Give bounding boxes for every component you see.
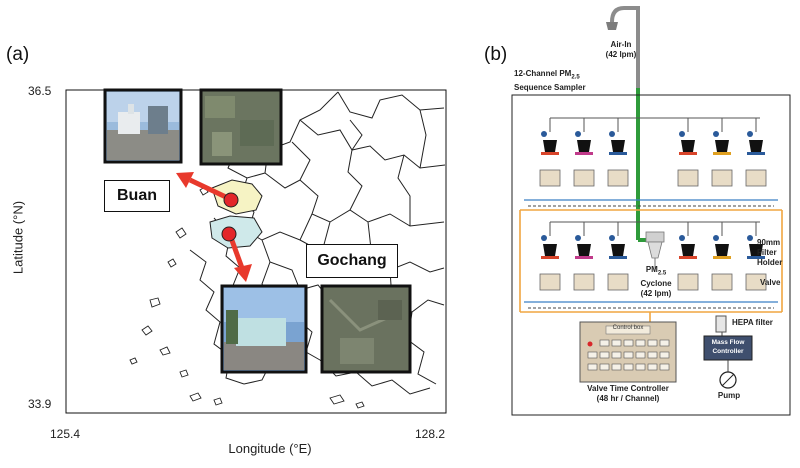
cyclone (645, 231, 665, 272)
sampler-title-line2: Sequence Sampler (514, 82, 586, 92)
air-in-label: Air-In (42 lpm) (596, 40, 646, 60)
gochang-site-dot (221, 226, 237, 242)
air-inlet (606, 6, 640, 90)
filter-label-line1: 90mm (757, 238, 781, 247)
air-in-flow: (42 lpm) (605, 50, 637, 59)
lat-tick-top: 36.5 (28, 84, 52, 98)
flow-lines (519, 199, 783, 340)
gochang-site-photo (220, 284, 308, 374)
panel-b-label: (b) (484, 44, 508, 65)
gochang-satellite-image (320, 284, 412, 374)
control-box-label: Control box (612, 325, 644, 331)
air-in-text: Air-In (610, 40, 632, 49)
vtc-line1: Valve Time Controller (587, 384, 669, 393)
bottom-manifold (549, 221, 760, 236)
cyclone-flow: (42 lpm) (640, 288, 672, 298)
filter-holder-label: 90mm Filter Holder (757, 238, 797, 268)
pump-label: Pump (717, 391, 741, 400)
hepa-filter (715, 315, 727, 333)
sampler-frame (511, 94, 791, 416)
pump (719, 360, 737, 389)
gochang-label-box: Gochang (306, 244, 398, 278)
top-manifold (549, 117, 760, 132)
buan-satellite-image (199, 88, 283, 166)
control-box (579, 321, 677, 383)
buan-label: Buan (117, 187, 157, 204)
sampler-title-line1: 12-Channel PM (514, 69, 572, 78)
mfc-line2: Controller (712, 348, 744, 355)
vtc-label: Valve Time Controller (48 hr / Channel) (568, 384, 688, 404)
sampler-title-sub: 2.5 (571, 74, 580, 81)
vtc-line2: (48 hr / Channel) (596, 394, 660, 403)
mfc-line1: Mass Flow (711, 339, 745, 346)
sampler-diagram (511, 6, 791, 416)
valve-label: Valve (760, 278, 781, 287)
site-arrows (176, 172, 252, 282)
map-panel (65, 88, 447, 414)
hepa-label: HEPA filter (732, 318, 773, 327)
cyclone-line2: Cyclone (640, 278, 672, 288)
lat-tick-bottom: 33.9 (28, 397, 52, 411)
lon-tick-right: 128.2 (415, 427, 446, 441)
filter-holders-bottom (539, 235, 767, 291)
sampler-title: 12-Channel PM2.5 Sequence Sampler (514, 69, 586, 93)
mfc-label: Mass Flow Controller (704, 338, 752, 356)
cyclone-label: PM2.5 Cyclone (42 lpm) (630, 265, 682, 299)
buan-site-dot (223, 192, 239, 208)
lon-tick-left: 125.4 (50, 427, 81, 441)
mass-flow-controller (703, 335, 753, 361)
buan-site-photo (103, 88, 183, 164)
x-axis-label: Longitude (°E) (228, 441, 312, 456)
cyclone-sub: 2.5 (657, 270, 667, 277)
filter-label-line2: Filter (757, 248, 777, 257)
buan-label-box: Buan (104, 180, 170, 212)
panel-a-label: (a) (6, 44, 30, 65)
filter-holders-top (539, 131, 767, 187)
gochang-label: Gochang (317, 252, 387, 269)
filter-label-line3: Holder (757, 258, 783, 267)
cyclone-pm: PM (645, 265, 658, 274)
